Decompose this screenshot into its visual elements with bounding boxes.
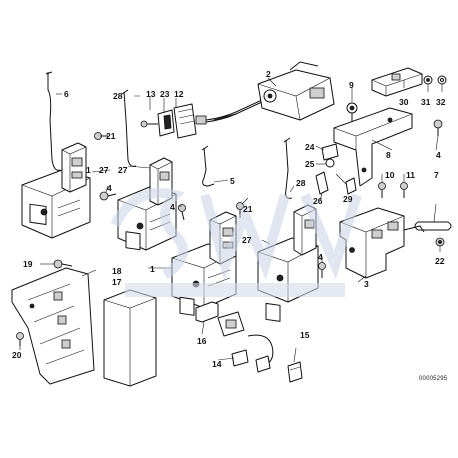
screw-20	[16, 332, 24, 346]
callout-9: 9	[349, 80, 354, 90]
screw-4-actuator-27	[318, 262, 326, 278]
callout-20: 20	[12, 350, 22, 360]
part-9	[346, 102, 358, 124]
rod-28-top	[121, 89, 137, 167]
callout-30: 30	[399, 97, 409, 107]
reference-number: 00005295	[419, 376, 448, 382]
switch-16	[195, 301, 245, 337]
actuator-27	[257, 204, 319, 322]
part-24	[321, 143, 339, 161]
callout-32: 32	[436, 97, 446, 107]
callout-4-right-top: 4	[436, 150, 441, 160]
callout-31: 31	[421, 97, 431, 107]
callout-2: 2	[266, 69, 271, 79]
callout-6: 6	[64, 89, 69, 99]
callout-4-left: 4	[107, 183, 112, 193]
callout-16: 16	[197, 336, 207, 346]
callout-12: 12	[174, 89, 184, 99]
rod-28-center	[283, 137, 293, 199]
wire-14	[231, 334, 274, 373]
callout-24: 24	[305, 142, 315, 152]
callout-4-center: 4	[170, 202, 175, 212]
rod-5	[201, 145, 215, 187]
screw-4-center	[178, 204, 186, 221]
callout-27-left: 27	[99, 165, 109, 175]
actuator-1	[21, 142, 91, 239]
callout-21-center: 21	[243, 204, 253, 214]
callout-7: 7	[434, 170, 439, 180]
screw-4-left	[99, 191, 117, 201]
callout-15: 15	[300, 330, 310, 340]
callout-17: 17	[112, 277, 122, 287]
callout-27-right: 27	[242, 235, 252, 245]
callout-5: 5	[230, 176, 235, 186]
washer-32	[437, 75, 447, 85]
callout-10: 10	[385, 170, 395, 180]
bracket-30	[371, 67, 423, 97]
nut-22	[435, 237, 445, 247]
clip-7	[414, 221, 452, 231]
bracket-8	[333, 107, 413, 187]
screw-11	[400, 182, 408, 198]
callout-8: 8	[386, 150, 391, 160]
screw-10	[378, 182, 386, 198]
callout-22: 22	[435, 256, 445, 266]
screw-19	[53, 259, 73, 269]
screw-29	[345, 177, 357, 195]
part-13-23-12	[140, 99, 263, 139]
callout-3: 3	[364, 279, 369, 289]
actuator-center	[171, 211, 237, 316]
callout-28-top: 28	[113, 91, 123, 101]
callout-13: 13	[146, 89, 156, 99]
part-26	[315, 171, 329, 195]
callout-21-left: 21	[106, 131, 116, 141]
callout-28-center: 28	[296, 178, 306, 188]
bracket-18	[11, 267, 95, 385]
callout-23: 23	[160, 89, 170, 99]
connector-15	[287, 361, 303, 383]
callout-11: 11	[406, 170, 415, 180]
callout-1-center: 1	[150, 264, 155, 274]
part-25	[325, 158, 335, 168]
nut-31	[423, 75, 433, 85]
screw-4-right	[433, 119, 443, 136]
callout-29: 29	[343, 194, 353, 204]
callout-1-left: 1	[86, 165, 91, 175]
callout-25: 25	[305, 159, 315, 169]
callout-26: 26	[313, 196, 323, 206]
callout-14: 14	[212, 359, 222, 369]
callout-27-center: 27	[118, 165, 128, 175]
callout-18: 18	[112, 266, 122, 276]
callout-4-right: 4	[318, 252, 323, 262]
callout-19: 19	[23, 259, 33, 269]
rod-6	[45, 71, 61, 171]
actuator-3	[339, 207, 425, 279]
central-motor-2	[213, 61, 335, 121]
control-module-17	[103, 289, 157, 387]
